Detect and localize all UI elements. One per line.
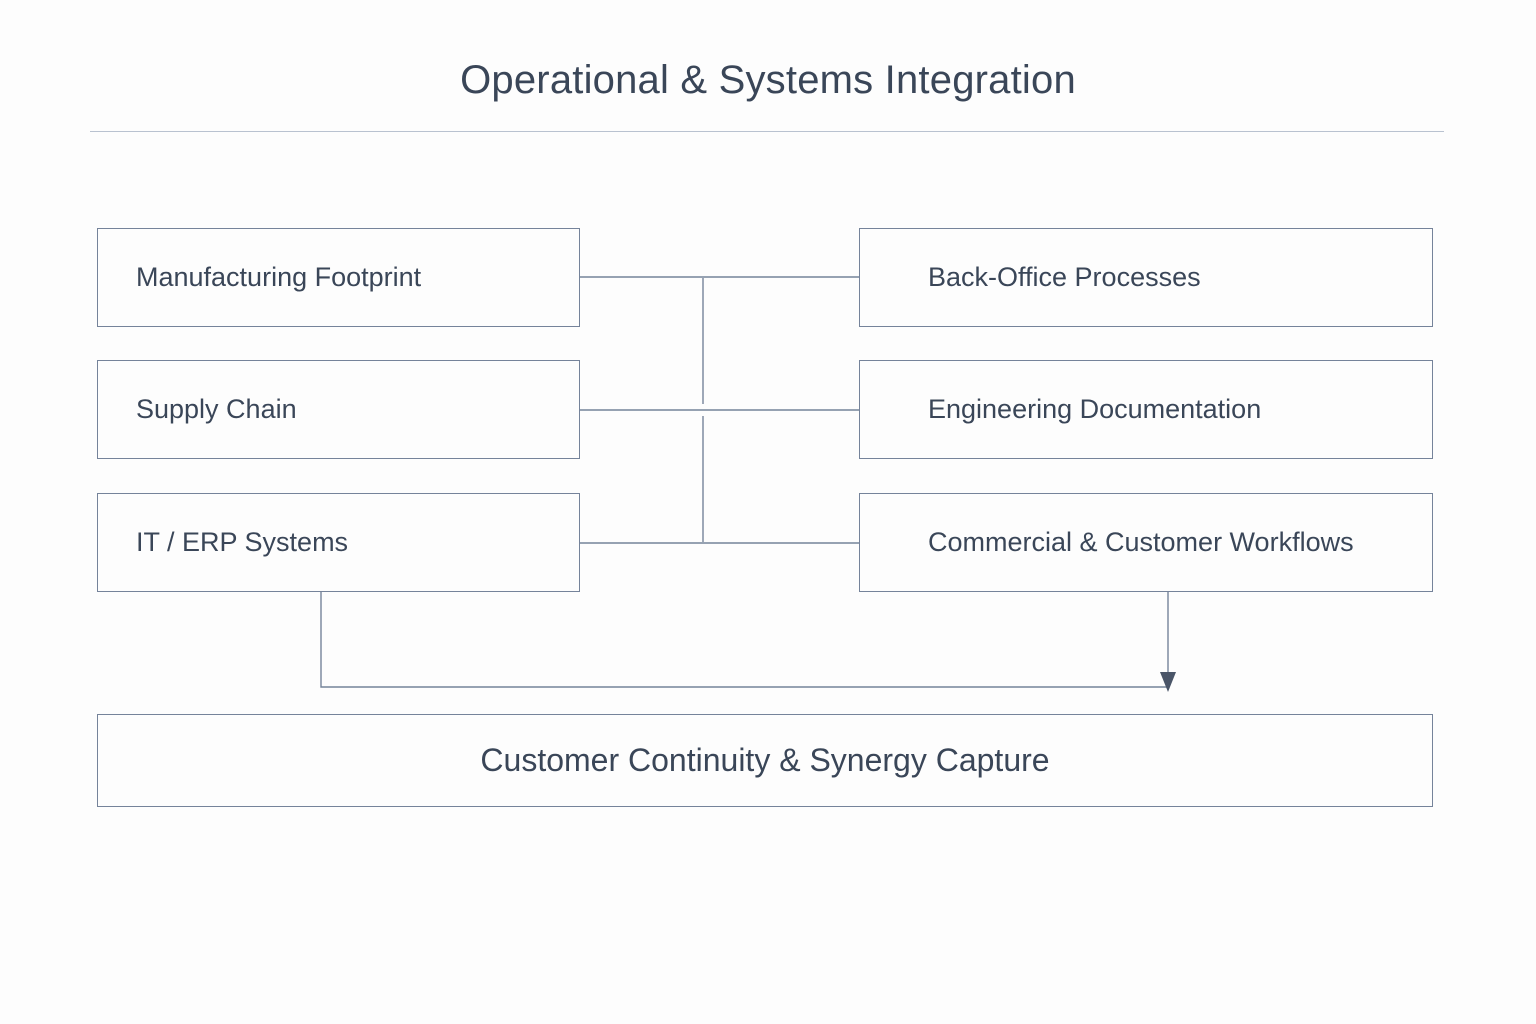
node-supply-chain[interactable]: Supply Chain bbox=[97, 360, 580, 459]
node-back-office-processes[interactable]: Back-Office Processes bbox=[859, 228, 1433, 327]
page-title: Operational & Systems Integration bbox=[460, 58, 1076, 102]
node-label: Customer Continuity & Synergy Capture bbox=[480, 742, 1050, 778]
node-it-erp-systems[interactable]: IT / ERP Systems bbox=[97, 493, 580, 592]
node-manufacturing-footprint[interactable]: Manufacturing Footprint bbox=[97, 228, 580, 327]
node-label: IT / ERP Systems bbox=[136, 526, 349, 557]
node-customer-continuity-synergy-capture[interactable]: Customer Continuity & Synergy Capture bbox=[97, 714, 1433, 807]
node-label: Commercial & Customer Workflows bbox=[928, 526, 1354, 557]
node-label: Supply Chain bbox=[136, 393, 297, 424]
node-label: Manufacturing Footprint bbox=[136, 261, 422, 292]
node-label: Back-Office Processes bbox=[928, 261, 1201, 292]
node-label: Engineering Documentation bbox=[928, 393, 1262, 424]
arrowhead-icon bbox=[1160, 672, 1176, 692]
node-commercial-customer-workflows[interactable]: Commercial & Customer Workflows bbox=[859, 493, 1433, 592]
title-divider bbox=[90, 131, 1444, 132]
connector-it-erp-to-outcome bbox=[320, 592, 1168, 688]
node-engineering-documentation[interactable]: Engineering Documentation bbox=[859, 360, 1433, 459]
